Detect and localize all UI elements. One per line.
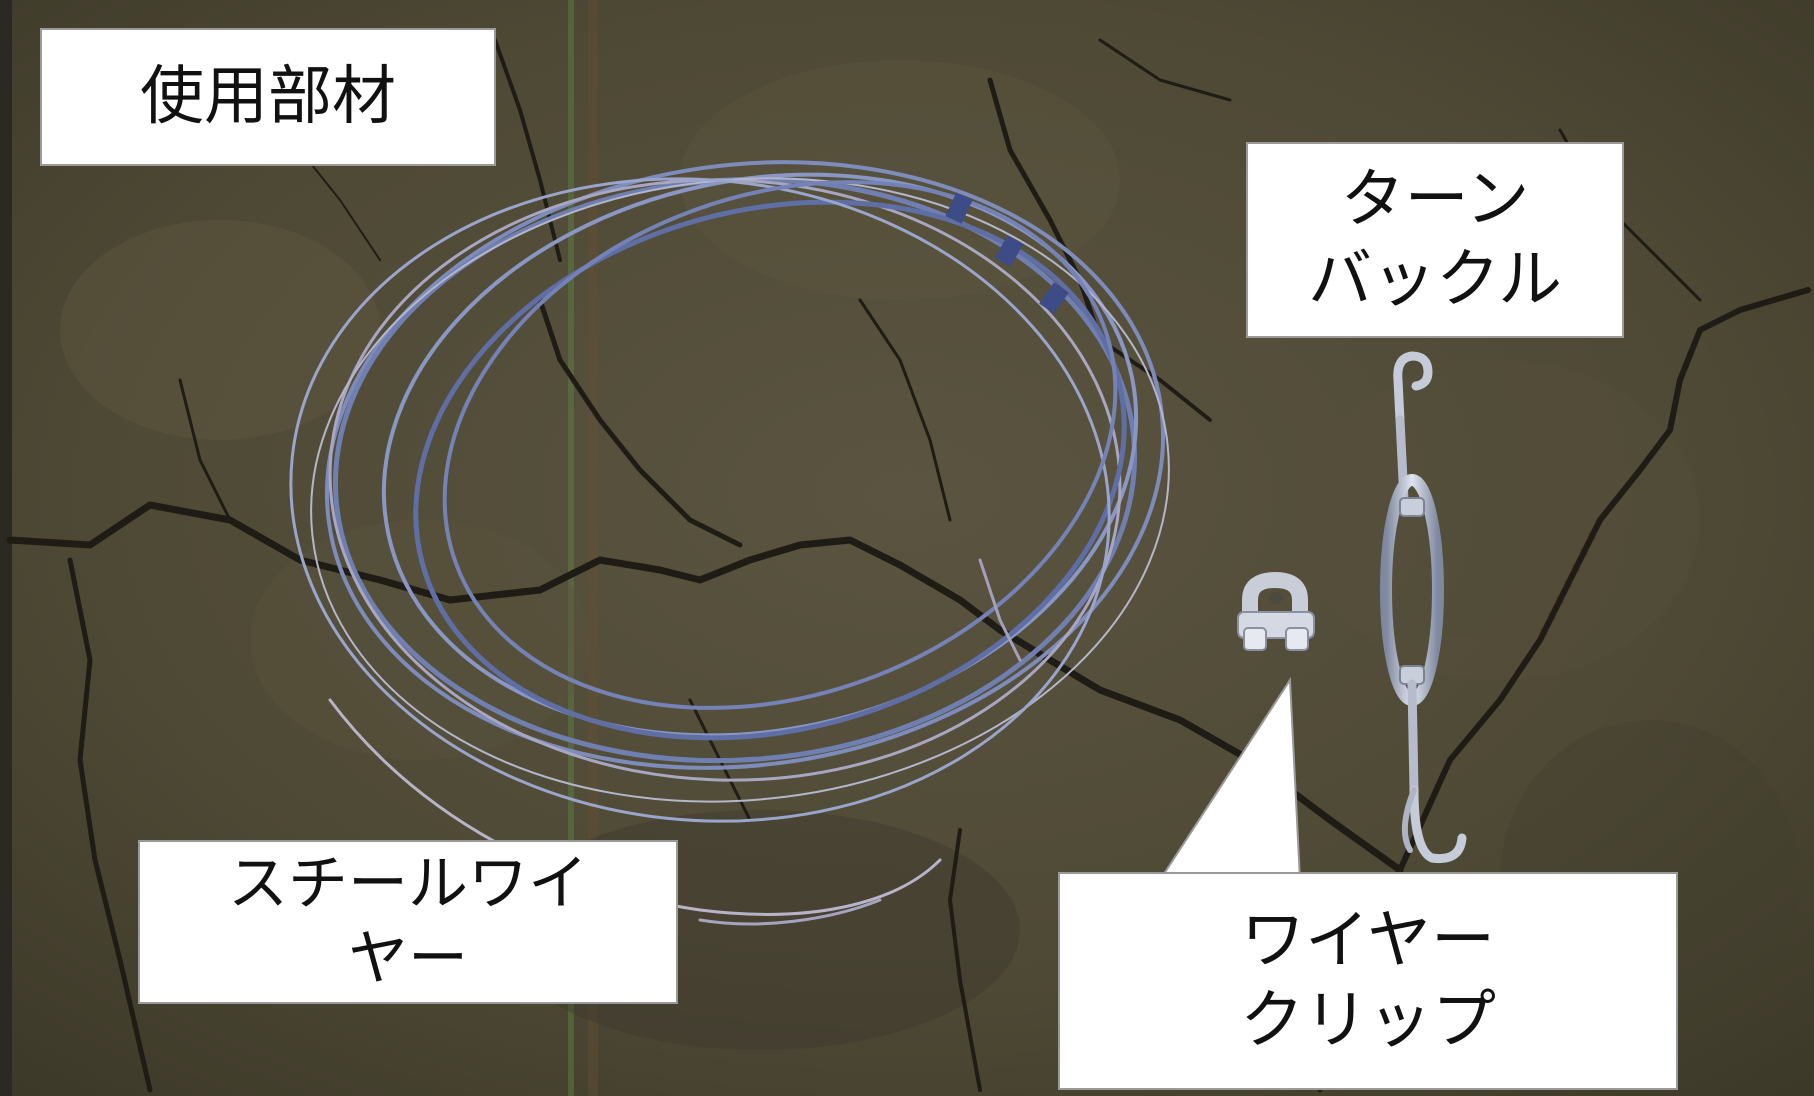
- turnbuckle-label-line1: ターン: [1340, 163, 1530, 237]
- title-text: 使用部材: [140, 60, 396, 134]
- green-stripe: [568, 0, 574, 1096]
- steel-wire-label: スチールワイ ヤー: [138, 840, 678, 1004]
- wire-clip-object: [1237, 571, 1315, 651]
- brown-stripe: [588, 0, 598, 1096]
- wire-clip-label-line1: ワイヤー: [1240, 904, 1496, 978]
- wire-clip-label-line2: クリップ: [1240, 984, 1496, 1058]
- steel-wire-label-line1: スチールワイ: [228, 849, 588, 919]
- steel-wire-label-line2: ヤー: [348, 924, 468, 994]
- turnbuckle-label-line2: バックル: [1307, 243, 1563, 317]
- turnbuckle-object: [1380, 351, 1467, 864]
- title-label: 使用部材: [40, 28, 496, 166]
- steel-wire-coil: [289, 160, 1170, 926]
- turnbuckle-label: ターン バックル: [1246, 142, 1624, 338]
- left-edge-band: [0, 0, 12, 1096]
- wire-clip-label: ワイヤー クリップ: [1058, 872, 1678, 1090]
